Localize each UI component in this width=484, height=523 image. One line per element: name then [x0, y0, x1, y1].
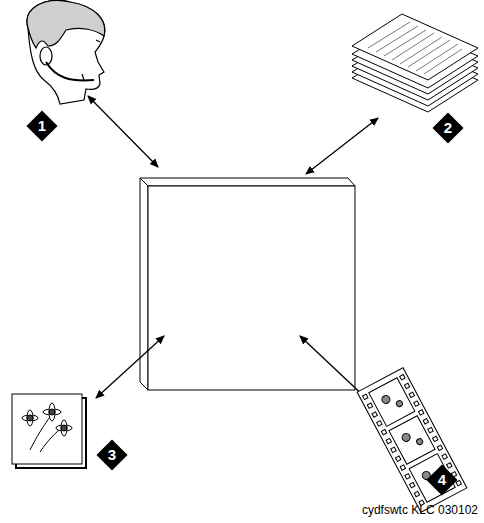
film-strip	[357, 368, 467, 512]
callout-number: 1	[27, 111, 57, 141]
callout-number: 3	[97, 440, 127, 470]
picture-image	[12, 394, 86, 468]
agent-head	[27, 0, 105, 104]
figure-id: cydfswtc KLC 030102	[362, 503, 478, 517]
callout-number: 2	[433, 113, 463, 143]
document-stack	[352, 14, 478, 112]
callout-number: 4	[427, 465, 457, 495]
double-arrows	[88, 96, 378, 400]
callout-diamonds	[26, 110, 463, 495]
